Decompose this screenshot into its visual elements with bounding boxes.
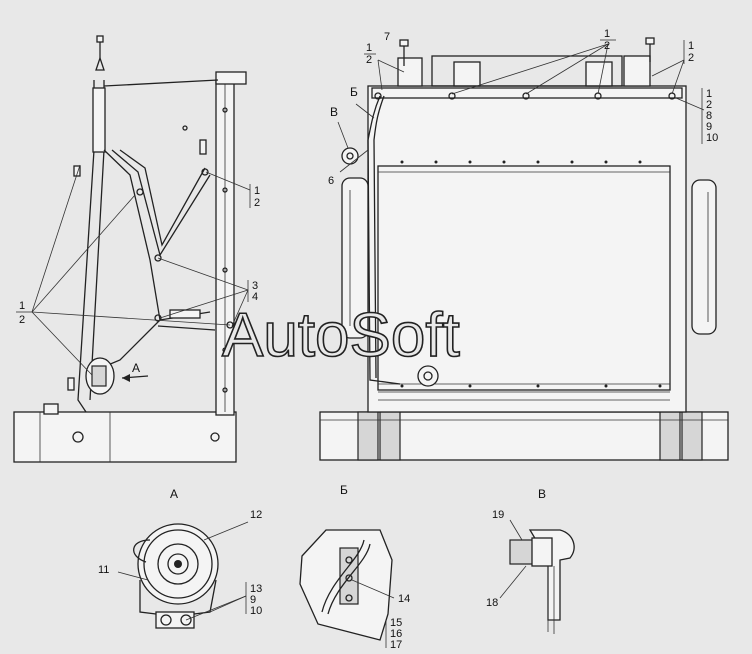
radiator-frame xyxy=(367,85,687,413)
detail-b xyxy=(299,529,395,648)
bracket-plate xyxy=(339,547,359,605)
mark-v: В xyxy=(330,105,338,119)
callout-6: 6 xyxy=(328,175,334,187)
callout-label: 13 xyxy=(250,583,262,595)
mark-b: Б xyxy=(350,85,358,99)
watermark: AutoSoft xyxy=(222,301,460,370)
callout-label: 17 xyxy=(390,639,402,651)
callout-label: 1 xyxy=(706,88,712,100)
left-handle xyxy=(341,177,369,339)
callout-label: 10 xyxy=(250,605,262,617)
callout-1: 1 xyxy=(254,185,260,197)
base-beam xyxy=(13,411,237,463)
callout-labels: 1 2 3 4 1 2 А 7 1 2 1 2 1 2 1 2 8 9 10 6… xyxy=(16,28,718,651)
callout-label: 2 xyxy=(688,52,694,64)
callout-label: 19 xyxy=(492,509,504,521)
callout-label: 16 xyxy=(390,628,402,640)
right-handle xyxy=(691,179,717,335)
clamp-base xyxy=(155,611,195,629)
callout-4: 4 xyxy=(252,291,258,303)
callout-label: 2 xyxy=(604,40,610,52)
callout-label: 18 xyxy=(486,597,498,609)
callout-label: 1 xyxy=(366,42,372,54)
mount-hole xyxy=(72,431,84,443)
side-view xyxy=(13,35,251,463)
callout-label: 8 xyxy=(706,110,712,122)
callout-label: 9 xyxy=(706,121,712,133)
callout-1b: 1 xyxy=(19,300,25,312)
front-view xyxy=(319,37,729,461)
detail-v xyxy=(499,519,575,634)
hose-tube xyxy=(92,87,106,153)
callout-label: 9 xyxy=(250,594,256,606)
callout-label: 14 xyxy=(398,593,410,605)
callout-label: 2 xyxy=(366,54,372,66)
callout-label: 12 xyxy=(250,509,262,521)
callout-7: 7 xyxy=(384,31,390,43)
callout-label: 1 xyxy=(604,28,610,40)
arrow-a-label: А xyxy=(132,361,140,375)
valve-v xyxy=(528,529,575,621)
valve-cap xyxy=(509,539,535,565)
detail-a xyxy=(117,521,249,629)
radiator-core xyxy=(377,165,671,391)
view-b-title: Б xyxy=(340,483,348,497)
view-v-title: В xyxy=(538,487,546,501)
drain-cock xyxy=(341,147,359,165)
callout-label: 15 xyxy=(390,617,402,629)
callout-label: 1 xyxy=(688,40,694,52)
callout-label: 10 xyxy=(706,132,718,144)
callout-label: 11 xyxy=(98,564,109,576)
view-a-title: А xyxy=(170,487,178,501)
callout-label: 2 xyxy=(706,99,712,111)
callout-3: 3 xyxy=(252,280,258,292)
callout-2b: 2 xyxy=(19,314,25,326)
callout-2: 2 xyxy=(254,197,260,209)
